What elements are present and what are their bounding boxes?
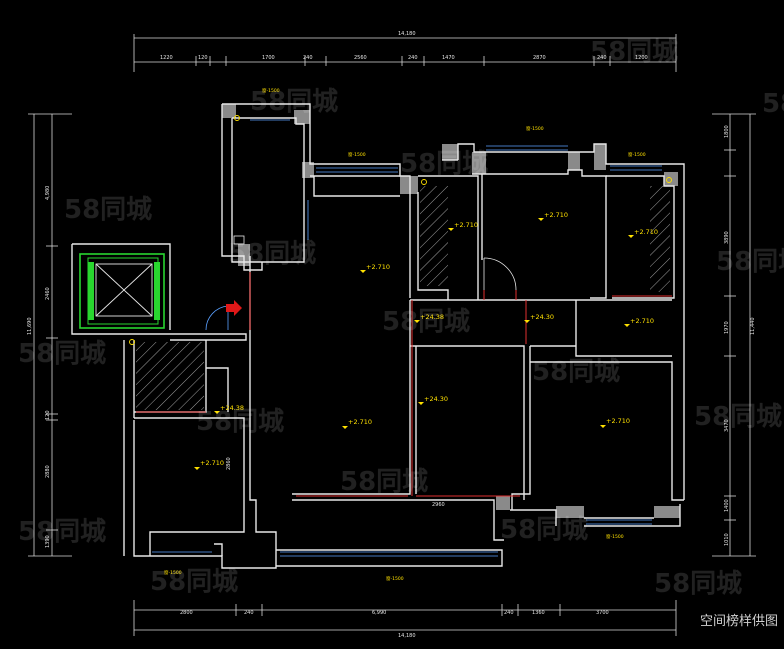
top-dim-7: 1470 (442, 55, 455, 61)
elevator-shaft (79, 253, 165, 329)
watermark: 58同城 (228, 239, 316, 269)
elevation-dining: +2.710 (348, 418, 372, 426)
window-label-2: 窗-1500 (348, 151, 366, 158)
top-dim-4: 240 (303, 55, 313, 61)
right-dim-1: 1800 (724, 125, 730, 138)
wall-columns (222, 104, 680, 518)
watermark: 58同城 (150, 567, 238, 597)
top-dim-8: 2870 (533, 55, 546, 61)
watermark: 58同城 (716, 247, 784, 277)
top-dimension-lines (133, 34, 677, 72)
left-dim-5: 1390 (45, 535, 51, 548)
window-label-4: 窗-1500 (628, 151, 646, 158)
window-label-5: 窗-1500 (164, 569, 182, 576)
bottom-dimension-lines (133, 600, 677, 636)
bottom-dim-4: 240 (504, 610, 514, 616)
watermark: 58同城 (694, 402, 782, 432)
left-dim-2: 2460 (45, 287, 51, 300)
right-dim-2: 3890 (724, 231, 730, 244)
window-label-3: 窗-1500 (526, 125, 544, 132)
left-dimension-lines (28, 113, 72, 557)
watermark: 58同城 (18, 517, 106, 547)
image-credit: 空间榜样供图 (699, 614, 778, 629)
left-dim-4: 2880 (45, 465, 51, 478)
elevation-living: +2.710 (366, 263, 390, 271)
hatched-wardrobe-1 (420, 186, 448, 286)
right-dim-4: 3470 (724, 419, 730, 432)
top-dim-2: 120 (198, 55, 208, 61)
elevation-corridor-1: +24.38 (420, 313, 444, 321)
red-partition-lines (136, 272, 672, 497)
watermark: 58同城 (340, 467, 428, 497)
watermark: 58同城 (382, 307, 470, 337)
watermark: 58同城 (762, 89, 784, 119)
top-dim-10: 1200 (635, 55, 648, 61)
left-dim-1: 4,980 (45, 186, 51, 200)
watermark: 58同城 (590, 37, 678, 67)
window-label-7: 窗-1500 (606, 533, 624, 540)
top-dim-5: 2560 (354, 55, 367, 61)
inner-dim-1: 2960 (432, 502, 445, 508)
hatched-stair-area (136, 342, 204, 410)
overall-dim-top: 14,180 (398, 31, 416, 37)
walls (71, 103, 685, 569)
right-dim-3: 1970 (724, 321, 730, 334)
bottom-dim-5: 1360 (532, 610, 545, 616)
watermark: 58同城 (400, 149, 488, 179)
inner-dim-2: 2860 (226, 457, 232, 470)
top-dim-9: 240 (597, 55, 607, 61)
overall-dim-bottom: 14,180 (398, 633, 416, 639)
watermark: 58同城 (654, 569, 742, 599)
bottom-dim-3: 6,990 (372, 610, 386, 616)
watermark: 58同城 (500, 515, 588, 545)
elevation-corridor-3: +24.30 (424, 395, 448, 403)
overall-dim-right: 11,440 (750, 318, 756, 336)
hatched-wardrobe-2 (650, 186, 670, 292)
overall-dim-left: 11,690 (27, 318, 33, 336)
watermark: 58同城 (64, 195, 152, 225)
watermark: 58同城 (196, 407, 284, 437)
elevation-corridor-2: +24.30 (530, 313, 554, 321)
watermark: 58同城 (18, 339, 106, 369)
watermark: 58同城 (532, 357, 620, 387)
window-label-1: 窗-1500 (262, 87, 280, 94)
left-dim-3: 120 (45, 410, 51, 420)
elevation-markers: +2.710 +2.710 +2.710 +2.710 +2.710 +2.71… (194, 211, 658, 470)
watermark: 58同城 (250, 87, 338, 117)
elevation-kitchen-2: +2.710 (630, 317, 654, 325)
right-dim-5: 1400 (724, 499, 730, 512)
window-labels: 窗-1500 窗-1500 窗-1500 窗-1500 窗-1500 窗-150… (164, 87, 646, 582)
windows (152, 119, 662, 557)
right-dimension-lines (712, 113, 756, 557)
elevation-bed2: +2.710 (606, 417, 630, 425)
right-dim-6: 1010 (724, 533, 730, 546)
elevation-bath: +2.710 (454, 221, 478, 229)
corner-markers (129, 115, 672, 345)
elevation-hall: +24.38 (220, 404, 244, 412)
watermark-layer: 58同城 58同城 58同城 58同城 58同城 58同城 58同城 58同城 … (18, 37, 784, 599)
elevation-kitchen: +2.710 (634, 228, 658, 236)
bottom-dim-1: 2800 (180, 610, 193, 616)
top-dim-1: 1220 (160, 55, 173, 61)
bottom-dim-6: 3700 (596, 610, 609, 616)
elevation-bed3: +2.710 (200, 459, 224, 467)
bottom-dim-2: 240 (244, 610, 254, 616)
top-dim-3: 1700 (262, 55, 275, 61)
elevation-bed1: +2.710 (544, 211, 568, 219)
entry-arrow-icon (226, 300, 242, 316)
top-dim-6: 240 (408, 55, 418, 61)
window-label-6: 窗-1500 (386, 575, 404, 582)
